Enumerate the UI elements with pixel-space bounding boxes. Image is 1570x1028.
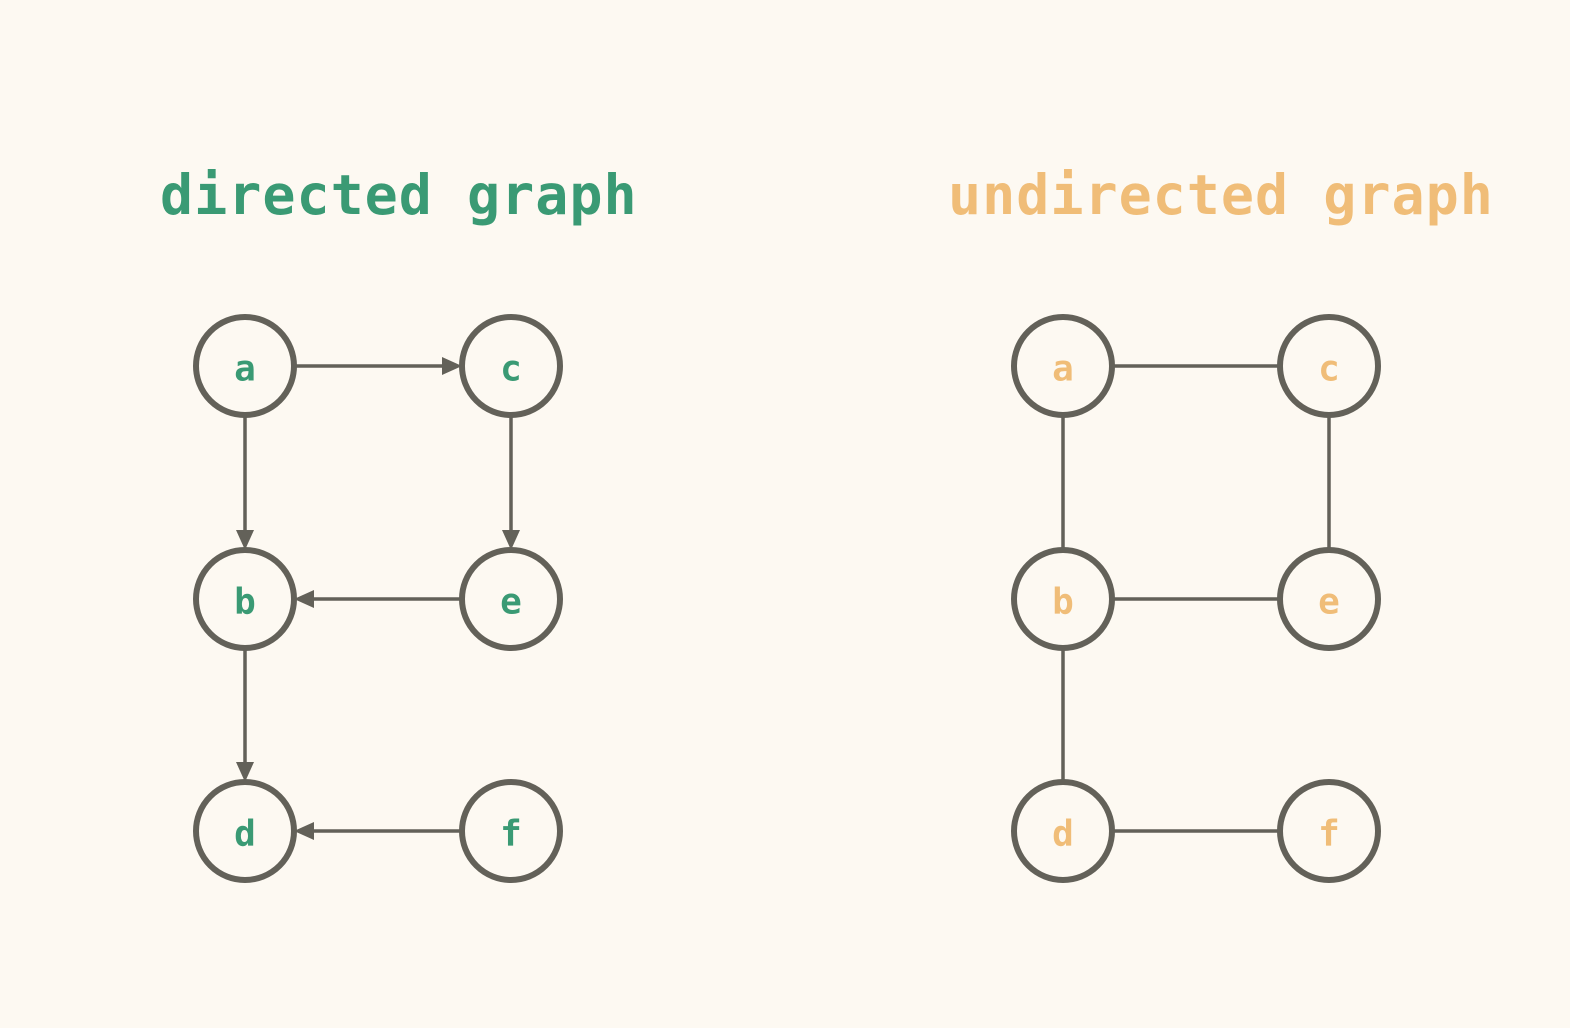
node-label: b bbox=[1052, 582, 1074, 623]
arrowhead-a-c bbox=[442, 357, 462, 375]
node-e: e bbox=[1277, 547, 1381, 651]
node-circle bbox=[1277, 547, 1381, 651]
node-b: b bbox=[193, 547, 297, 651]
arrowhead-e-b bbox=[294, 590, 314, 608]
node-circle bbox=[193, 314, 297, 418]
node-c: c bbox=[459, 314, 563, 418]
node-label: c bbox=[1318, 349, 1340, 390]
node-circle bbox=[193, 779, 297, 883]
node-a: a bbox=[193, 314, 297, 418]
node-label: a bbox=[1052, 349, 1074, 390]
directed-graph-title: directed graph bbox=[160, 163, 638, 227]
node-f: f bbox=[1277, 779, 1381, 883]
undirected-graph: a b c d e f bbox=[1011, 314, 1381, 883]
node-label: b bbox=[234, 582, 256, 623]
node-label: e bbox=[500, 582, 522, 623]
node-a: a bbox=[1011, 314, 1115, 418]
arrowhead-c-e bbox=[502, 530, 520, 550]
node-b: b bbox=[1011, 547, 1115, 651]
node-label: c bbox=[500, 349, 522, 390]
node-c: c bbox=[1277, 314, 1381, 418]
node-label: d bbox=[234, 814, 256, 855]
node-circle bbox=[1011, 779, 1115, 883]
undirected-graph-title: undirected graph bbox=[948, 163, 1494, 227]
node-circle bbox=[459, 314, 563, 418]
node-circle bbox=[1277, 779, 1381, 883]
node-circle bbox=[459, 547, 563, 651]
node-label: f bbox=[1318, 814, 1340, 855]
node-circle bbox=[193, 547, 297, 651]
node-label: d bbox=[1052, 814, 1074, 855]
directed-graph: a b c d e f bbox=[193, 314, 563, 883]
arrowhead-b-d bbox=[236, 762, 254, 782]
node-circle bbox=[1011, 314, 1115, 418]
arrowhead-a-b bbox=[236, 530, 254, 550]
node-d: d bbox=[193, 779, 297, 883]
node-d: d bbox=[1011, 779, 1115, 883]
node-circle bbox=[1011, 547, 1115, 651]
node-circle bbox=[459, 779, 563, 883]
node-label: e bbox=[1318, 582, 1340, 623]
arrowhead-f-d bbox=[294, 822, 314, 840]
node-circle bbox=[1277, 314, 1381, 418]
node-label: f bbox=[500, 814, 522, 855]
node-e: e bbox=[459, 547, 563, 651]
node-f: f bbox=[459, 779, 563, 883]
node-label: a bbox=[234, 349, 256, 390]
